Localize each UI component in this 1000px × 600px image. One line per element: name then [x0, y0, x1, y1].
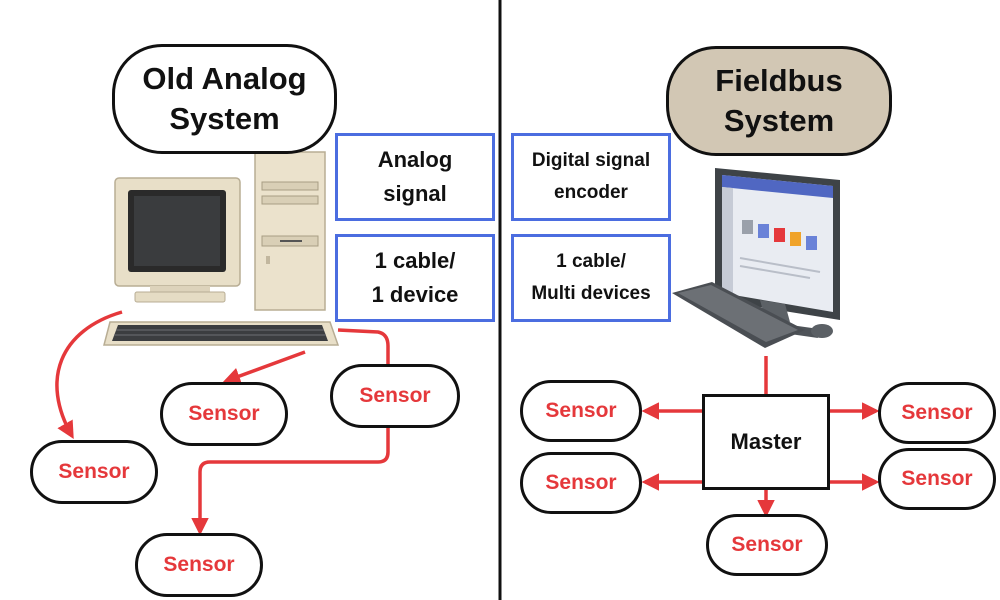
fieldbus-sensor-top-left: Sensor	[520, 380, 642, 442]
one-cable-multi-devices-line2: Multi devices	[531, 283, 651, 304]
fieldbus-title: Fieldbus System	[666, 46, 892, 156]
analog-sensor-right: Sensor	[330, 364, 460, 428]
arrow-to-left-sensor	[55, 310, 123, 440]
fieldbus-sensor-bottom-left: Sensor	[520, 452, 642, 514]
line-to-right-sensor	[337, 328, 390, 364]
master-node: Master	[702, 394, 830, 490]
analog-signal-line2: signal	[383, 181, 447, 206]
fieldbus-sensor-top-right: Sensor	[878, 382, 996, 444]
old-analog-title-line1: Old Analog	[142, 61, 307, 96]
one-cable-multi-devices-line1: 1 cable/	[556, 251, 626, 272]
analog-sensor-bottom: Sensor	[135, 533, 263, 597]
fieldbus-sensor-bottom: Sensor	[706, 514, 828, 576]
one-cable-one-device-line2: 1 device	[371, 282, 459, 307]
one-cable-one-device-line1: 1 cable/	[374, 248, 456, 273]
fieldbus-sensor-bottom-right: Sensor	[878, 448, 996, 510]
arrow-to-bottom-sensor	[191, 426, 390, 536]
digital-signal-encoder-line1: Digital signal	[531, 150, 651, 171]
old-analog-title: Old Analog System	[112, 44, 337, 154]
digital-signal-encoder-box: Digital signal encoder	[511, 133, 671, 221]
analog-sensor-middle: Sensor	[160, 382, 288, 446]
retro-computer-icon	[103, 151, 340, 346]
old-analog-title-line2: System	[169, 101, 280, 136]
arrow-to-mid-sensor	[222, 350, 306, 385]
fieldbus-title-line2: System	[723, 103, 835, 138]
digital-signal-encoder-line2: encoder	[554, 182, 628, 203]
one-cable-one-device-box: 1 cable/ 1 device	[335, 234, 495, 322]
modern-computer-icon	[672, 168, 840, 348]
analog-sensor-left: Sensor	[30, 440, 158, 504]
fieldbus-title-line1: Fieldbus	[715, 63, 843, 98]
analog-signal-box: Analog signal	[335, 133, 495, 221]
one-cable-multi-devices-box: 1 cable/ Multi devices	[511, 234, 671, 322]
analog-signal-line1: Analog	[377, 147, 453, 172]
